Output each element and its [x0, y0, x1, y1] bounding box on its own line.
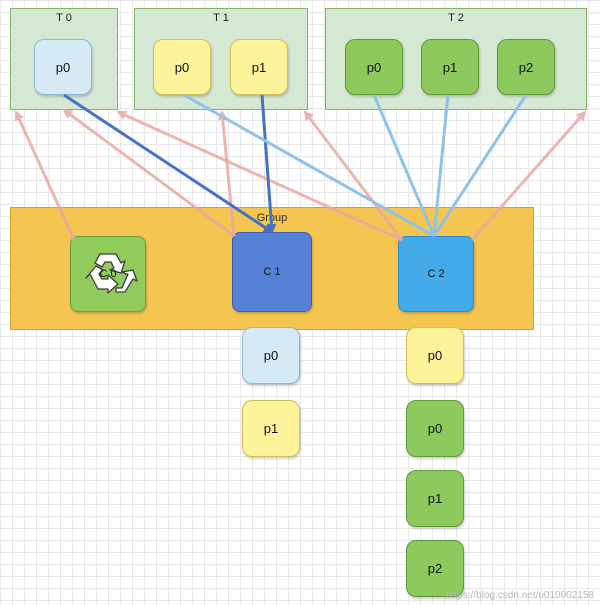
assigned-c1-p1: p1 [242, 400, 300, 457]
partition-t2-p0: p0 [345, 39, 403, 95]
partition-t0-p0: p0 [34, 39, 92, 95]
partition-t2-p2: p2 [497, 39, 555, 95]
topic-label: T 0 [56, 12, 72, 24]
assigned-c2-p2: p2 [406, 540, 464, 597]
consumer-c1: C 1 [232, 232, 312, 312]
assigned-c1-p0: p0 [242, 327, 300, 384]
assigned-c2-p1: p1 [406, 470, 464, 527]
consumer-c2: C 2 [398, 236, 474, 312]
partition-t1-p0: p0 [153, 39, 211, 95]
group-label: Group [256, 212, 288, 224]
watermark: https://blog.csdn.net/u010002158 [446, 590, 594, 601]
consumer-label: C 0 [99, 268, 117, 280]
partition-t2-p1: p1 [421, 39, 479, 95]
recycle-icon [71, 237, 145, 311]
topic-label: T 2 [448, 12, 464, 24]
assigned-c2-p0-green: p0 [406, 400, 464, 457]
consumer-c0: C 0 [70, 236, 146, 312]
topic-label: T 1 [213, 12, 229, 24]
partition-t1-p1: p1 [230, 39, 288, 95]
assigned-c2-p0: p0 [406, 327, 464, 384]
